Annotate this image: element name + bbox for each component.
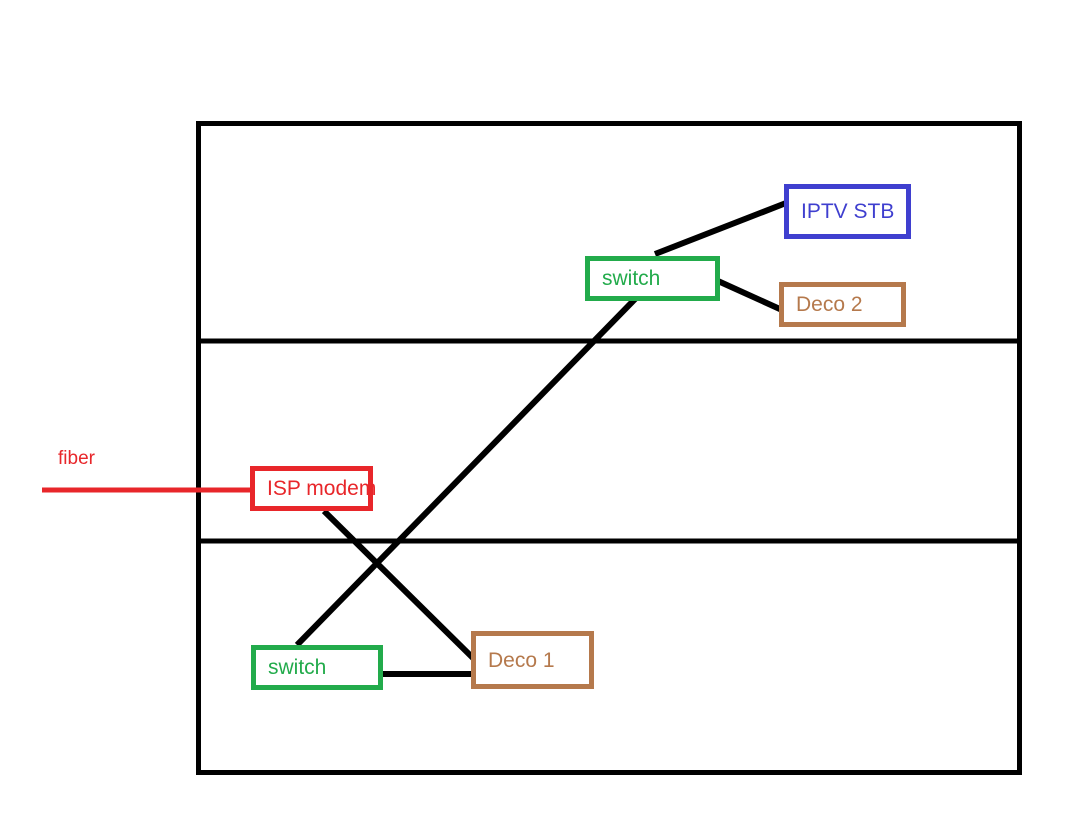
node-switch-upstairs[interactable]: switch (585, 256, 720, 301)
node-iptv-stb[interactable]: IPTV STB (784, 184, 911, 239)
connection-lines (42, 200, 788, 677)
link-isp-modem-to-deco-1 (321, 508, 477, 662)
link-switch-upstairs-to-switch-downstairs (294, 293, 641, 648)
node-switch-downstairs[interactable]: switch (251, 645, 383, 690)
node-deco-2-label: Deco 2 (796, 293, 863, 316)
fiber-label: fiber (58, 448, 95, 469)
node-deco-1-label: Deco 1 (488, 648, 555, 672)
node-isp-modem[interactable]: ISP modem (250, 466, 377, 511)
node-iptv-stb-label: IPTV STB (801, 200, 895, 223)
node-switch-upstairs-label: switch (602, 267, 661, 290)
node-switch-downstairs-label: switch (268, 656, 327, 679)
node-deco-1[interactable]: Deco 1 (471, 631, 594, 689)
building-outline (196, 121, 1022, 775)
node-isp-modem-label: ISP modem (267, 477, 377, 500)
node-deco-2[interactable]: Deco 2 (779, 282, 906, 327)
link-switch-upstairs-to-deco-2 (716, 278, 784, 313)
building-rect (196, 121, 1022, 775)
link-switch-upstairs-to-iptv-stb (653, 200, 788, 257)
